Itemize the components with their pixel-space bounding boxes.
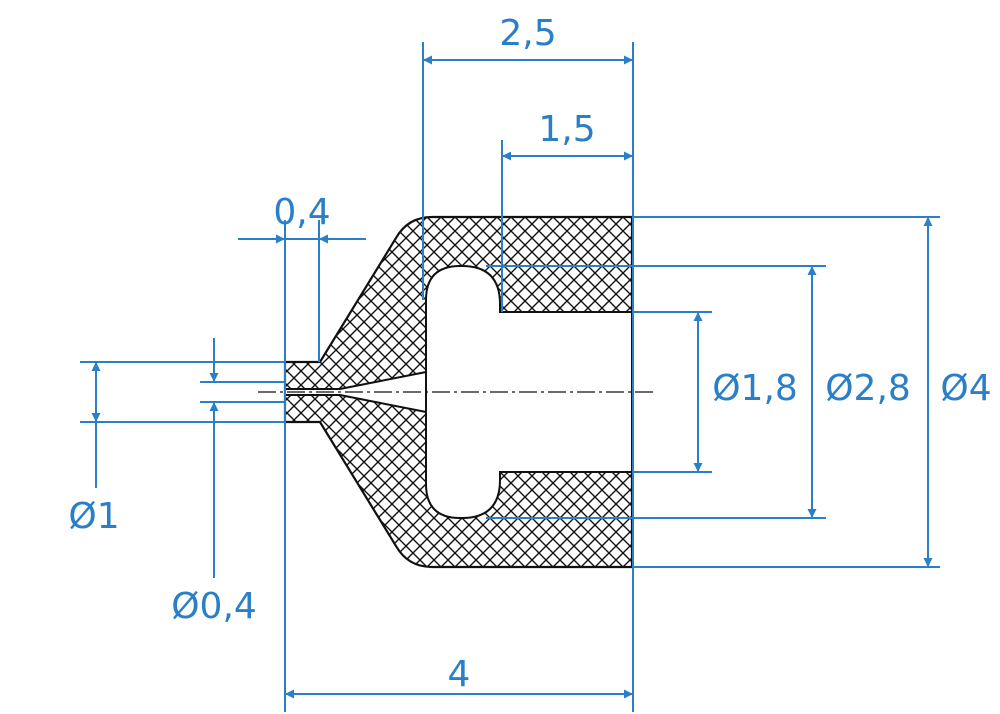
label-top-length: 2,5 xyxy=(499,13,556,54)
label-outer-dia: Ø4 xyxy=(940,368,991,409)
label-chamber-dia: Ø2,8 xyxy=(825,368,911,409)
label-tip-outer-dia: Ø1 xyxy=(68,496,119,537)
label-bore-dia: Ø1,8 xyxy=(712,368,798,409)
label-tip-length: 0,4 xyxy=(273,192,330,233)
label-bore-depth: 1,5 xyxy=(538,109,595,150)
label-orifice-dia: Ø0,4 xyxy=(171,586,257,627)
label-total-length: 4 xyxy=(448,654,471,695)
